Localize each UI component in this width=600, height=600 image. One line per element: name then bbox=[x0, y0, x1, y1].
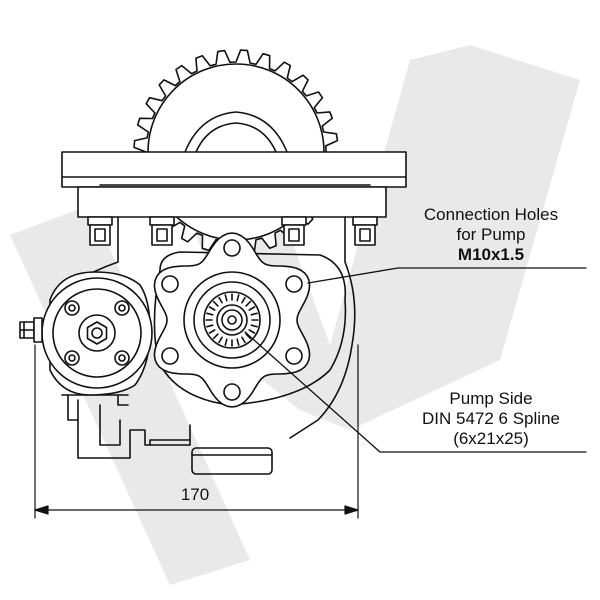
bolt bbox=[281, 216, 307, 246]
pump-flange bbox=[153, 232, 347, 408]
pump-side-line1: Pump Side bbox=[449, 389, 533, 408]
width-dimension bbox=[34, 344, 359, 519]
air-fitting bbox=[19, 317, 43, 343]
plate-bolts bbox=[87, 216, 378, 246]
connection-spec: M10x1.5 bbox=[457, 245, 525, 264]
side-flange bbox=[41, 271, 153, 396]
pump-side-line2: DIN 5472 6 Spline bbox=[422, 409, 560, 428]
pump-side-line3: (6x21x25) bbox=[453, 429, 529, 448]
mounting-plate bbox=[61, 151, 407, 218]
bolt bbox=[352, 216, 378, 246]
connection-holes bbox=[161, 239, 303, 401]
connection-line2: for Pump bbox=[456, 225, 526, 244]
connection-holes-label: Connection Holes for Pump M10x1.5 bbox=[396, 205, 586, 265]
bolt bbox=[87, 216, 113, 246]
pump-side-label: Pump Side DIN 5472 6 Spline (6x21x25) bbox=[396, 389, 586, 449]
callout-leaders bbox=[244, 267, 587, 453]
connection-line1: Connection Holes bbox=[423, 205, 559, 224]
width-dimension-value: 170 bbox=[180, 485, 210, 504]
housing-body bbox=[61, 216, 356, 475]
bolt bbox=[149, 216, 175, 246]
